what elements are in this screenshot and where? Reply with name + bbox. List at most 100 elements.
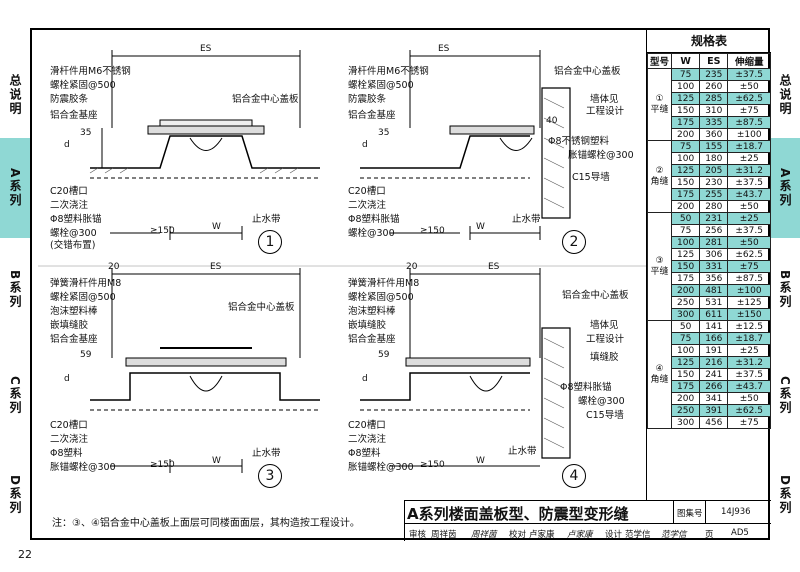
cell-w: 300: [671, 416, 701, 429]
cell-w: 150: [671, 260, 701, 273]
cell-w: 200: [671, 128, 701, 141]
center-plate-label: 铝合金中心盖板: [232, 94, 299, 105]
label: 螺栓@300: [50, 228, 97, 239]
cell-w: 250: [671, 404, 701, 417]
col-header: 型号: [646, 53, 673, 69]
dim-35: 35: [80, 128, 92, 138]
group-number: ①: [655, 93, 664, 104]
cell-es: 335: [699, 116, 729, 129]
cell-amt: ±62.5: [727, 404, 771, 417]
waterstop-label: 止水带: [252, 448, 281, 459]
tab-c-series-right[interactable]: C系列: [778, 375, 792, 415]
cell-amt: ±87.5: [727, 272, 771, 285]
cell-es: 205: [699, 164, 729, 177]
cell-w: 100: [671, 236, 701, 249]
cell-amt: ±25: [727, 212, 771, 225]
label: Φ8塑料: [50, 448, 83, 459]
designer: 范学信: [625, 530, 651, 540]
cell-amt: ±43.7: [727, 380, 771, 393]
cell-es: 191: [699, 344, 729, 357]
label: 泡沫塑料棒: [348, 306, 396, 317]
cell-amt: ±37.5: [727, 176, 771, 189]
group-name: 平缝: [650, 104, 669, 115]
cell-es: 285: [699, 92, 729, 105]
cell-w: 50: [671, 320, 701, 333]
review-label: 审核: [409, 530, 427, 540]
cell-amt: ±50: [727, 80, 771, 93]
label: 滑杆件用M6不锈钢: [50, 66, 131, 77]
label: 二次浇注: [348, 434, 387, 445]
tab-a-series-right[interactable]: A系列: [770, 138, 800, 238]
title-block: A系列楼面盖板型、防震型变形缝 图集号 14J936 审核 周祥茵 周祥茵 校对…: [404, 500, 771, 541]
tab-c-series[interactable]: C系列: [8, 375, 22, 415]
label: 弹簧滑杆件用M8: [50, 278, 122, 289]
tab-d-series-right[interactable]: D系列: [778, 475, 792, 515]
dim-40: 40: [546, 116, 558, 126]
right-sidebar: 总说明 A系列 B系列 C系列 D系列: [770, 0, 800, 540]
tab-general[interactable]: 总说明: [8, 74, 22, 116]
label: 铝合金基座: [50, 110, 98, 121]
cell-es: 611: [699, 308, 729, 321]
cell-w: 150: [671, 176, 701, 189]
dim-es: ES: [488, 262, 500, 272]
cell-amt: ±62.5: [727, 248, 771, 261]
label: 螺栓紧固@500: [348, 80, 414, 91]
cell-es: 281: [699, 236, 729, 249]
dim-59: 59: [378, 350, 390, 360]
cell-es: 230: [699, 176, 729, 189]
group-number: ②: [655, 165, 664, 176]
cell-amt: ±100: [727, 128, 771, 141]
cell-amt: ±37.5: [727, 368, 771, 381]
cell-amt: ±75: [727, 260, 771, 273]
detail-4-linework: [360, 268, 571, 467]
tab-d-series[interactable]: D系列: [8, 475, 22, 515]
dim-es: ES: [200, 44, 212, 54]
tab-a-series[interactable]: A系列: [0, 138, 30, 238]
reviewer-signature: 周祥茵: [471, 530, 497, 540]
cell-w: 75: [671, 68, 701, 81]
cell-w: 100: [671, 152, 701, 165]
cell-w: 150: [671, 104, 701, 117]
label: 铝合金基座: [348, 334, 396, 345]
dim-w: W: [476, 456, 485, 466]
footnote: 注：③、④铝合金中心盖板上面层可同楼面面层，其构造按工程设计。: [52, 518, 360, 529]
cell-amt: ±100: [727, 284, 771, 297]
check-label: 校对: [509, 530, 527, 540]
col-header: W: [671, 53, 701, 69]
cell-amt: ±37.5: [727, 224, 771, 237]
cell-w: 100: [671, 344, 701, 357]
cell-amt: ±25: [727, 344, 771, 357]
label: 泡沫塑料棒: [50, 306, 98, 317]
detail-3-linework: [90, 268, 320, 473]
cell-es: 280: [699, 200, 729, 213]
tab-b-series[interactable]: B系列: [8, 270, 22, 310]
cell-w: 125: [671, 356, 701, 369]
label: C20槽口: [348, 420, 386, 431]
checker: 卢家康: [529, 530, 555, 540]
tab-b-series-right[interactable]: B系列: [778, 270, 792, 310]
cell-amt: ±31.2: [727, 356, 771, 369]
wall-label: 墙体见: [590, 94, 619, 105]
detail-number-badge: 1: [258, 230, 282, 254]
cell-amt: ±75: [727, 104, 771, 117]
dim-150: ≥150: [150, 226, 175, 236]
detail-number-badge: 3: [258, 464, 282, 488]
label: 胀锚螺栓@300: [348, 462, 414, 473]
group-name: 平缝: [650, 266, 669, 277]
label: Φ8塑料: [348, 448, 381, 459]
sealant-label: 填缝胶: [590, 352, 619, 363]
stainless-label: Φ8不锈钢塑料: [548, 136, 610, 147]
tab-general-right[interactable]: 总说明: [778, 74, 792, 116]
cell-w: 250: [671, 296, 701, 309]
cell-w: 200: [671, 200, 701, 213]
dim-d: d: [362, 140, 368, 150]
